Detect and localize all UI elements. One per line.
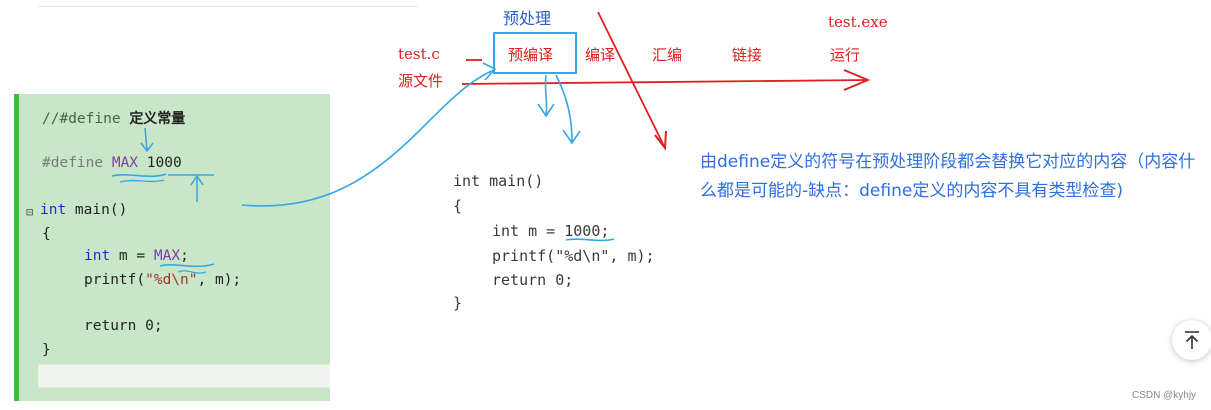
main-int-keyword: int xyxy=(40,202,67,218)
title-strip xyxy=(38,0,418,7)
printf-format-string: "%d\n" xyxy=(145,272,198,288)
define-macro: MAX xyxy=(111,155,139,171)
main-signature: main() xyxy=(66,202,128,218)
result-close-brace: } xyxy=(453,294,463,312)
code-close-brace: } xyxy=(42,342,51,358)
result-open-brace: { xyxy=(453,197,463,215)
cyan-curve-to-box xyxy=(241,69,495,207)
stage-precompile: 预编译 xyxy=(508,46,554,64)
current-line-highlight xyxy=(38,364,330,388)
source-file-label: 源文件 xyxy=(398,72,444,90)
macro-underline-2 xyxy=(119,179,165,183)
fold-toggle-icon[interactable]: ⊟ xyxy=(26,205,34,219)
decl-middle: m = xyxy=(110,248,154,264)
source-file-name: test.c xyxy=(398,45,440,63)
panel-up-arrowhead xyxy=(190,174,204,186)
code-open-brace: { xyxy=(42,226,51,242)
code-panel xyxy=(14,94,330,401)
printf-underline xyxy=(177,270,207,274)
result-line-printf: printf("%d\n", m); xyxy=(492,247,655,265)
exe-file-label: test.exe xyxy=(828,13,888,31)
code-line-decl: int m = MAX; xyxy=(84,248,189,264)
diagonal-red-line xyxy=(597,11,665,147)
decl-int-keyword: int xyxy=(84,248,111,264)
timeline-line xyxy=(461,79,869,85)
comment-prefix: //#define xyxy=(42,111,130,127)
result-value-underline xyxy=(565,238,615,242)
cyan-arrowhead-2 xyxy=(562,129,581,145)
code-line-comment: //#define 定义常量 xyxy=(42,108,185,128)
explanation-note: 由define定义的符号在预处理阶段都会替换它对应的内容（内容什么都是可能的-缺… xyxy=(700,152,1196,201)
macro-underline xyxy=(111,173,167,178)
code-panel-stripe xyxy=(14,94,19,401)
printf-end: , m); xyxy=(197,272,242,288)
define-keyword: #define xyxy=(42,155,112,171)
decl-end: ; xyxy=(180,248,189,264)
cyan-arrowhead-1 xyxy=(537,103,555,118)
cyan-arrow-2 xyxy=(555,74,573,143)
code-line-define: #define MAX 1000 xyxy=(42,155,182,171)
decl-underline xyxy=(159,263,215,268)
code-line-main: int main() xyxy=(40,202,127,218)
diagonal-red-arrowhead xyxy=(654,130,667,151)
precompile-highlight-box xyxy=(493,32,577,74)
result-line-decl: int m = 1000; xyxy=(492,222,610,240)
preprocess-label: 预处理 xyxy=(503,9,552,28)
result-line-return: return 0; xyxy=(492,271,574,289)
panel-down-arrowhead xyxy=(140,142,154,153)
timeline-arrowhead xyxy=(843,69,871,91)
cyan-curve-arrowhead xyxy=(482,62,497,81)
panel-down-arrow xyxy=(144,127,148,151)
stage-link: 链接 xyxy=(732,46,763,64)
define-value: 1000 xyxy=(146,155,182,171)
back-to-top-button[interactable] xyxy=(1172,320,1211,360)
printf-start: printf( xyxy=(84,272,146,288)
decl-macro: MAX xyxy=(153,248,181,264)
result-line-main: int main() xyxy=(453,172,544,190)
watermark: CSDN @kyhjy xyxy=(1132,390,1197,401)
stage-assemble: 汇编 xyxy=(652,46,683,64)
stage-compile: 编译 xyxy=(585,46,616,64)
comment-label: 定义常量 xyxy=(129,111,186,127)
arrow-up-icon xyxy=(1185,331,1199,349)
code-line-return: return 0; xyxy=(84,318,163,334)
cyan-arrow-1 xyxy=(544,74,548,117)
code-line-printf: printf("%d\n", m); xyxy=(84,272,241,288)
stage-run: 运行 xyxy=(830,46,861,64)
